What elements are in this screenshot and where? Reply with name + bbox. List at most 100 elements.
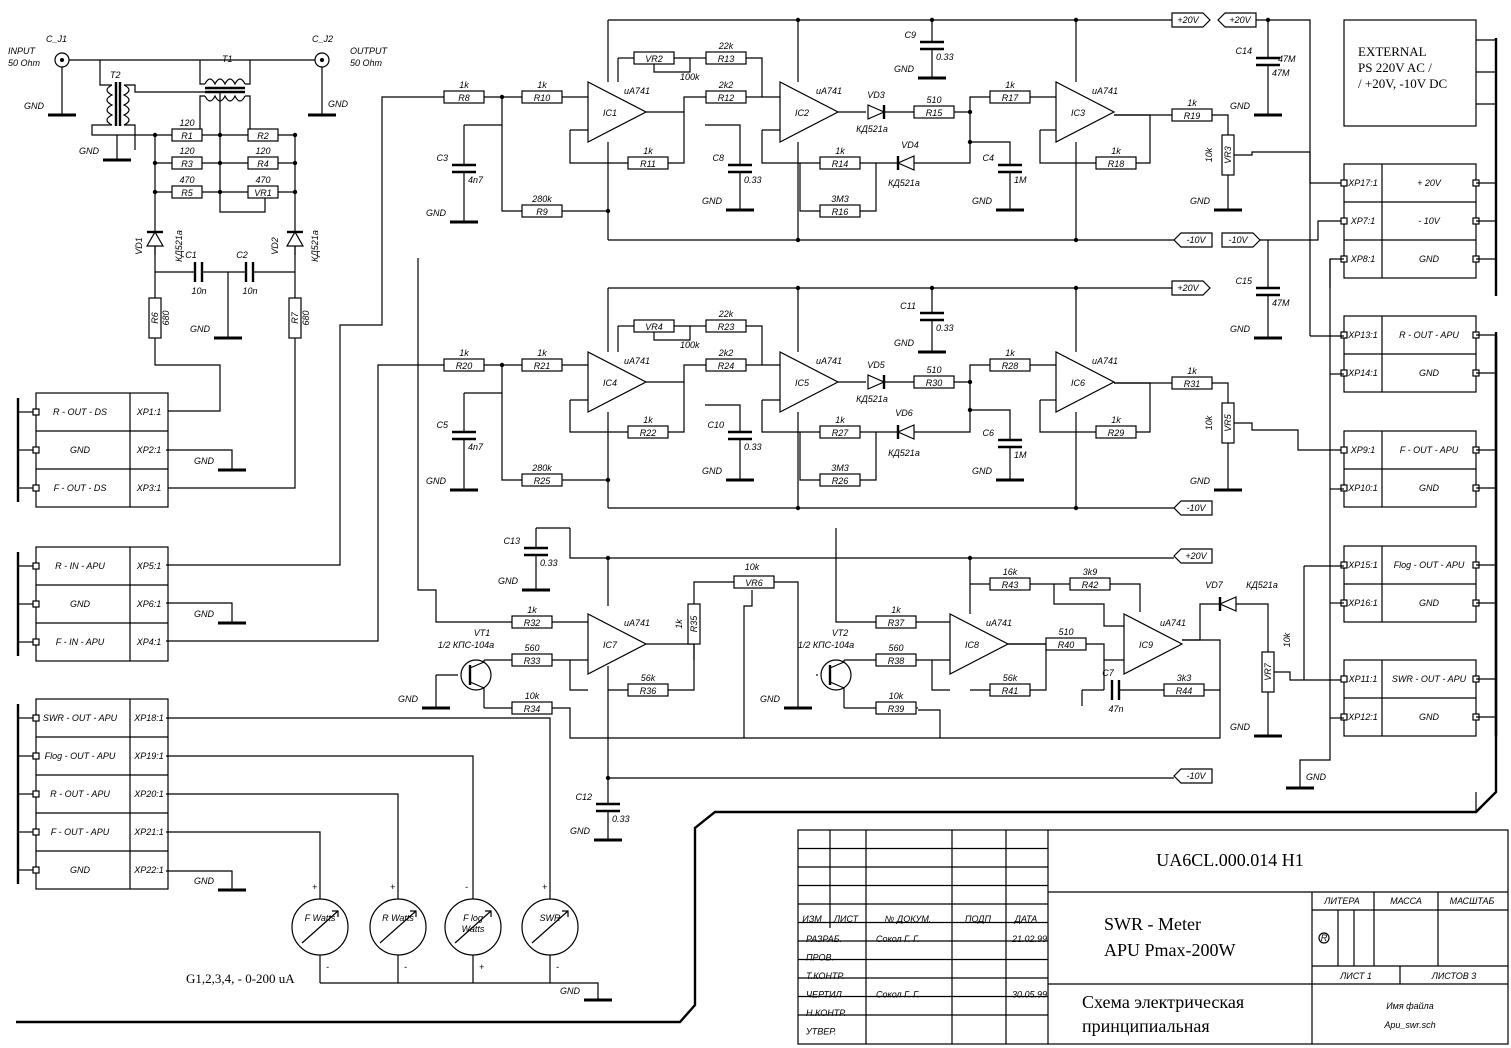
- opamp-ic5: [779, 351, 840, 413]
- connector-r-out-pin-1: XP14:1: [1347, 368, 1378, 378]
- wire: [1110, 583, 1141, 612]
- connector-r-out-label-1: GND: [1419, 368, 1440, 378]
- resistor-r8-ref: R8: [458, 93, 470, 103]
- wire: [683, 364, 706, 382]
- junction-dot: [217, 189, 223, 195]
- junction-dot: [152, 132, 158, 138]
- vr7-value: 10k: [1282, 632, 1292, 647]
- connector-meter-label-4: GND: [70, 865, 91, 875]
- wire: [1268, 220, 1344, 241]
- connector-in-label-2: F - IN - APU: [56, 637, 105, 647]
- opamp-ic5-ref: IC5: [795, 378, 810, 388]
- resistor-r43-ref: R43: [1002, 580, 1019, 590]
- title-date-0: 21.02.99: [1011, 934, 1047, 944]
- wire: [916, 659, 950, 691]
- ground-label: GND: [894, 338, 915, 348]
- junction-dot: [967, 555, 973, 561]
- connector-power: [1343, 163, 1477, 279]
- meter-terminal-top: +: [312, 882, 317, 892]
- junction-dot: [1073, 17, 1079, 23]
- resistor-r36-value: 56k: [641, 673, 656, 683]
- wire: [124, 124, 136, 150]
- resistor-r39-ref: R39: [888, 704, 905, 714]
- connector-in-pin-0: XP5:1: [136, 561, 162, 571]
- resistor-r42-ref: R42: [1082, 580, 1099, 590]
- output-label: OUTPUT: [350, 46, 389, 56]
- wire: [166, 364, 444, 642]
- resistor-r27-value: 1k: [835, 415, 845, 425]
- wire: [970, 141, 1011, 165]
- connector-in-pin-1: XP6:1: [136, 599, 162, 609]
- resistor-r5-ref: R5: [181, 188, 193, 198]
- ground-label: GND: [398, 694, 419, 704]
- resistor-r19-value: 1k: [1187, 98, 1197, 108]
- connector-ds-label-1: GND: [70, 445, 91, 455]
- title-col-0: ИЗМ: [802, 914, 822, 924]
- resistor-r33-ref: R33: [524, 656, 541, 666]
- connector-pin: [32, 828, 40, 836]
- document-type-2: принципиальная: [1082, 1016, 1210, 1036]
- capacitor-c15-value: 47M: [1272, 298, 1290, 308]
- resistor-r20-ref: R20: [456, 361, 473, 371]
- opamp-ic9: [1123, 613, 1184, 675]
- connector-pin: [32, 866, 40, 874]
- wire: [829, 660, 845, 669]
- connector-pin: [1340, 484, 1348, 492]
- wire: [166, 96, 444, 566]
- capacitor-c12-value: 0.33: [612, 814, 630, 824]
- vd4-type: КД521а: [888, 178, 920, 188]
- connector-ds-pin-2: XP3:1: [136, 483, 162, 493]
- wire: [154, 338, 221, 412]
- coax-in-ref: C_J1: [46, 34, 67, 44]
- ground-label: GND: [1230, 722, 1251, 732]
- ground-label: GND: [328, 99, 349, 109]
- resistor-r40-value: 510: [1058, 627, 1073, 637]
- wire: [166, 449, 233, 470]
- vt1-type: 1/2 КПС-104а: [438, 640, 494, 650]
- meter-terminal-bottom: -: [404, 962, 407, 972]
- resistor-r13-ref: R13: [718, 54, 735, 64]
- connector-swr-out-pin-1: XP12:1: [1347, 712, 1378, 722]
- resistor-vr4-ref: VR4: [645, 322, 663, 332]
- meter-label2-2: Watts: [462, 924, 485, 934]
- connector-pin: [32, 562, 40, 570]
- resistor-r31-ref: R31: [1184, 379, 1201, 389]
- connector-flog-out-label-1: GND: [1419, 598, 1440, 608]
- connector-pin: [32, 790, 40, 798]
- resistor-vr7-ref: VR7: [1263, 662, 1273, 681]
- connector-r-out-pin-0: XP13:1: [1347, 330, 1378, 340]
- junction-dot: [292, 160, 298, 166]
- connector-in: [35, 546, 169, 662]
- connector-pin: [1340, 179, 1348, 187]
- wire: [1212, 382, 1229, 403]
- capacitor-c1-ref: C1: [185, 250, 197, 260]
- resistor-r28-ref: R28: [1002, 361, 1019, 371]
- resistor-r38-value: 560: [888, 643, 903, 653]
- connector-pin: [1340, 713, 1348, 721]
- wire: [1039, 130, 1096, 164]
- vt2-ref: VT2: [832, 628, 849, 638]
- resistor-r32-ref: R32: [524, 618, 541, 628]
- junction-dot: [967, 379, 973, 385]
- wire: [653, 57, 691, 73]
- wire: [166, 831, 321, 888]
- wire: [914, 382, 971, 433]
- resistor-r15-value: 510: [926, 95, 941, 105]
- wire: [552, 707, 941, 739]
- ground-label: GND: [1306, 772, 1327, 782]
- wire: [829, 681, 845, 708]
- connector-pin: [32, 446, 40, 454]
- resistor-r42-value: 3k9: [1083, 567, 1098, 577]
- drawing-code: UA6CL.000.014 H1: [1156, 850, 1304, 870]
- coax-out-ref: C_J2: [312, 34, 333, 44]
- wire: [1053, 584, 1124, 627]
- wire: [469, 681, 485, 708]
- meter-label-2: F log: [463, 913, 483, 923]
- resistor-r18-ref: R18: [1108, 159, 1125, 169]
- ground-label: GND: [702, 466, 723, 476]
- input-label: INPUT: [8, 46, 37, 56]
- t2-primary-winding: [106, 84, 114, 126]
- wire: [1329, 258, 1344, 288]
- external-label-1: PS 220V AC /: [1358, 60, 1432, 75]
- opamp-ic2-type: uA741: [816, 86, 842, 96]
